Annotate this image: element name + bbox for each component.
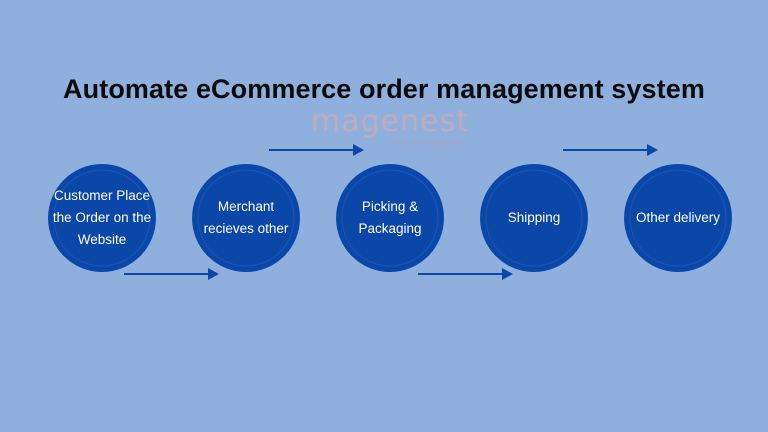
- step-circle: [480, 164, 588, 272]
- logo-word: magenest: [311, 104, 469, 139]
- step-other-delivery: Other delivery: [622, 162, 734, 274]
- step-circle: [192, 164, 300, 272]
- step-label: Picking & Packaging: [358, 199, 422, 236]
- arrow-step1-to-step2: [124, 268, 219, 280]
- logo-tagline: ONE-STOP SOLUTION: [392, 141, 462, 147]
- arrow-step2-to-step3: [269, 144, 364, 156]
- arrow-step3-to-step4: [418, 268, 513, 280]
- step-circle: [336, 164, 444, 272]
- step-picking-packaging: Picking & Packaging: [334, 162, 446, 274]
- step-circle: [624, 164, 732, 272]
- diagram-title: Automate eCommerce order management syst…: [63, 74, 705, 104]
- step-label: Shipping: [507, 210, 561, 225]
- logo-watermark: magenest ONE-STOP SOLUTION: [300, 104, 480, 150]
- step-shipping: Shipping: [478, 162, 590, 274]
- arrow-step4-to-step5: [563, 144, 658, 156]
- step-label: Customer Place the Order on the Website: [52, 188, 152, 247]
- step-circle: [48, 164, 156, 272]
- step-label: Other delivery: [635, 210, 721, 225]
- step-label: Merchant recieves other: [203, 199, 289, 236]
- step-customer-place-order: Customer Place the Order on the Website: [46, 162, 158, 274]
- step-merchant-receives: Merchant recieves other: [190, 162, 302, 274]
